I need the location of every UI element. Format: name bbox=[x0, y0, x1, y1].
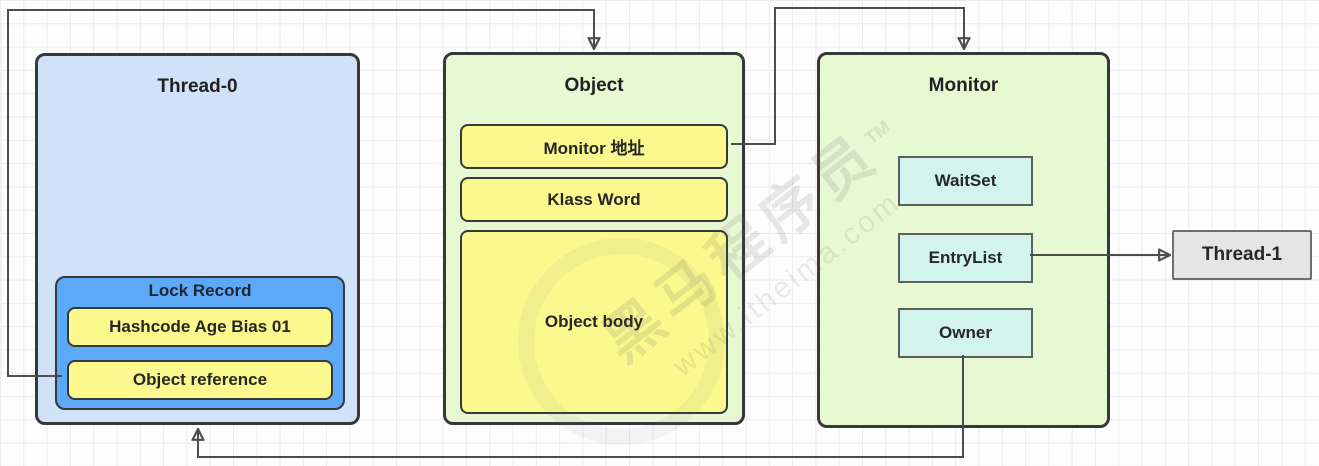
thread0-title: Thread-0 bbox=[157, 76, 238, 97]
object-title: Object bbox=[564, 75, 624, 96]
lock-record-box: Lock Record Hashcode Age Bias 01 Object … bbox=[55, 276, 345, 410]
lock-record-title: Lock Record bbox=[148, 281, 252, 300]
klass-word-cell: Klass Word bbox=[460, 177, 728, 222]
object-body-cell: Object body bbox=[460, 230, 728, 414]
entrylist-cell: EntryList bbox=[898, 233, 1033, 283]
thread0-box: Thread-0 Lock Record Hashcode Age Bias 0… bbox=[35, 53, 360, 425]
hashcode-age-bias-cell: Hashcode Age Bias 01 bbox=[67, 307, 333, 347]
monitor-title: Monitor bbox=[928, 75, 999, 96]
monitor-box: Monitor WaitSet EntryList Owner bbox=[817, 52, 1110, 428]
waitset-cell: WaitSet bbox=[898, 156, 1033, 206]
thread1-box: Thread-1 bbox=[1172, 230, 1312, 280]
monitor-address-cell: Monitor 地址 bbox=[460, 124, 728, 169]
object-reference-cell: Object reference bbox=[67, 360, 333, 400]
owner-cell: Owner bbox=[898, 308, 1033, 358]
object-box: Object Monitor 地址 Klass Word Object body bbox=[443, 52, 745, 425]
